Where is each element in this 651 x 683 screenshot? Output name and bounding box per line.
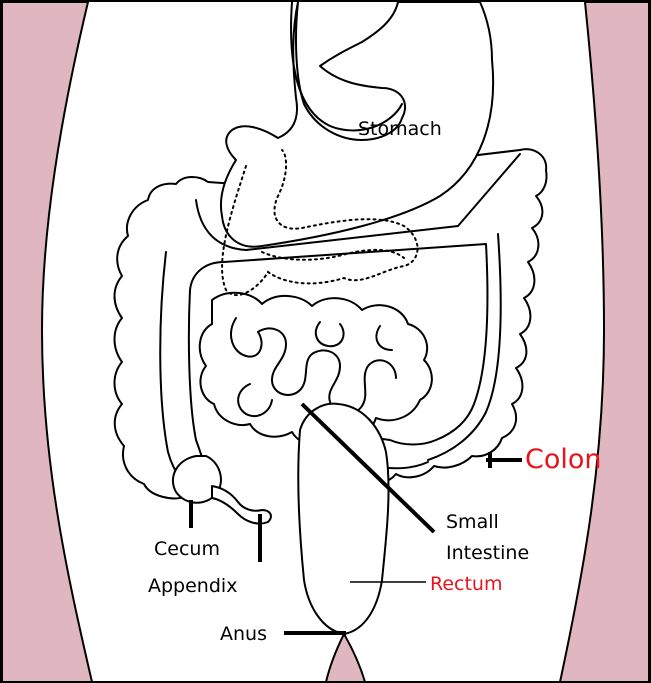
small-intestine-label-line1: Small (446, 511, 499, 533)
small-intestine-label-line2: Intestine (446, 542, 529, 564)
cecum-label: Cecum (154, 538, 220, 560)
appendix-label: Appendix (148, 575, 237, 597)
colon-label: Colon (525, 444, 602, 475)
stomach-label: Stomach (358, 118, 442, 140)
rectum-label: Rectum (430, 573, 502, 595)
anus-label: Anus (220, 623, 267, 645)
rectum (298, 404, 388, 634)
